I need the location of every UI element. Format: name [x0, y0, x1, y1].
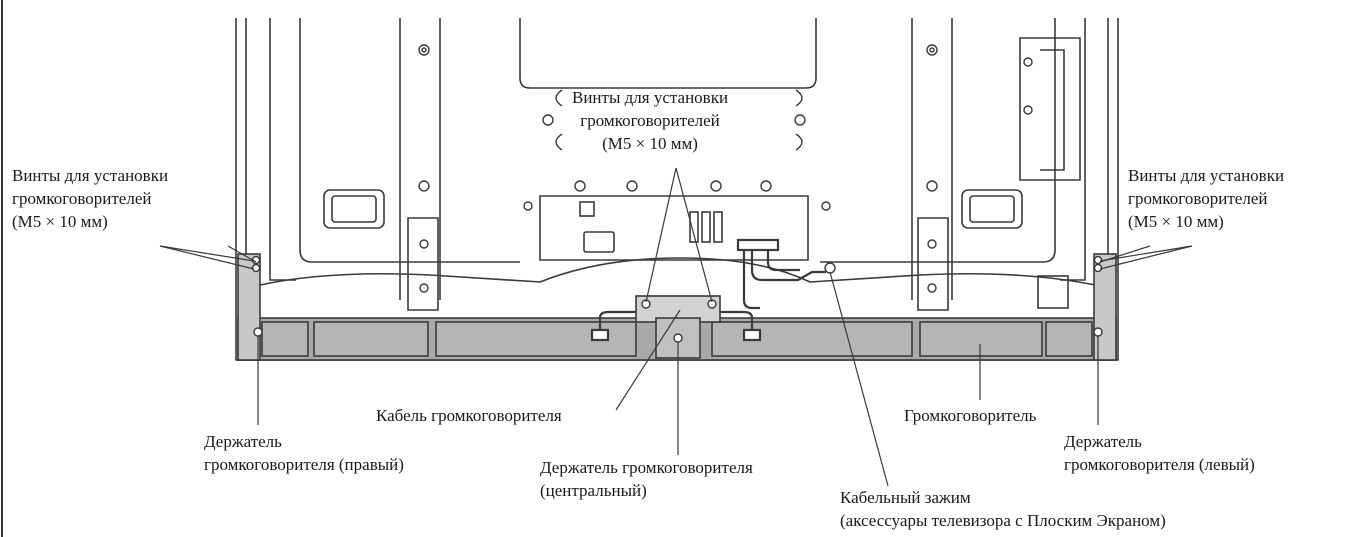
- label-screws-center: Винты для установки громкоговорителей (M…: [572, 88, 729, 153]
- label-screws-right: Винты для установки громкоговорителей (M…: [1128, 166, 1285, 231]
- label-holder-left: Держатель громкоговорителя (левый): [1064, 432, 1255, 474]
- speaker-bar: [237, 253, 1117, 361]
- tv-back-panel: [235, 18, 1119, 361]
- mount-marks: [555, 89, 803, 151]
- holder-screws: [251, 255, 1103, 343]
- leader-lines: [159, 167, 1193, 487]
- label-holder-right: Держатель громкоговорителя (правый): [204, 432, 404, 474]
- screw-holes: [418, 44, 1033, 293]
- speaker-cables: [590, 238, 826, 342]
- label-screws-left: Винты для установки громкоговорителей (M…: [12, 166, 169, 231]
- label-speaker: Громкоговоритель: [904, 406, 1037, 425]
- label-speaker-cable: Кабель громкоговорителя: [376, 406, 562, 425]
- label-holder-center: Держатель громкоговорителя (центральный): [540, 458, 753, 500]
- label-cable-clamp: Кабельный зажим (аксессуары телевизора с…: [840, 488, 1166, 530]
